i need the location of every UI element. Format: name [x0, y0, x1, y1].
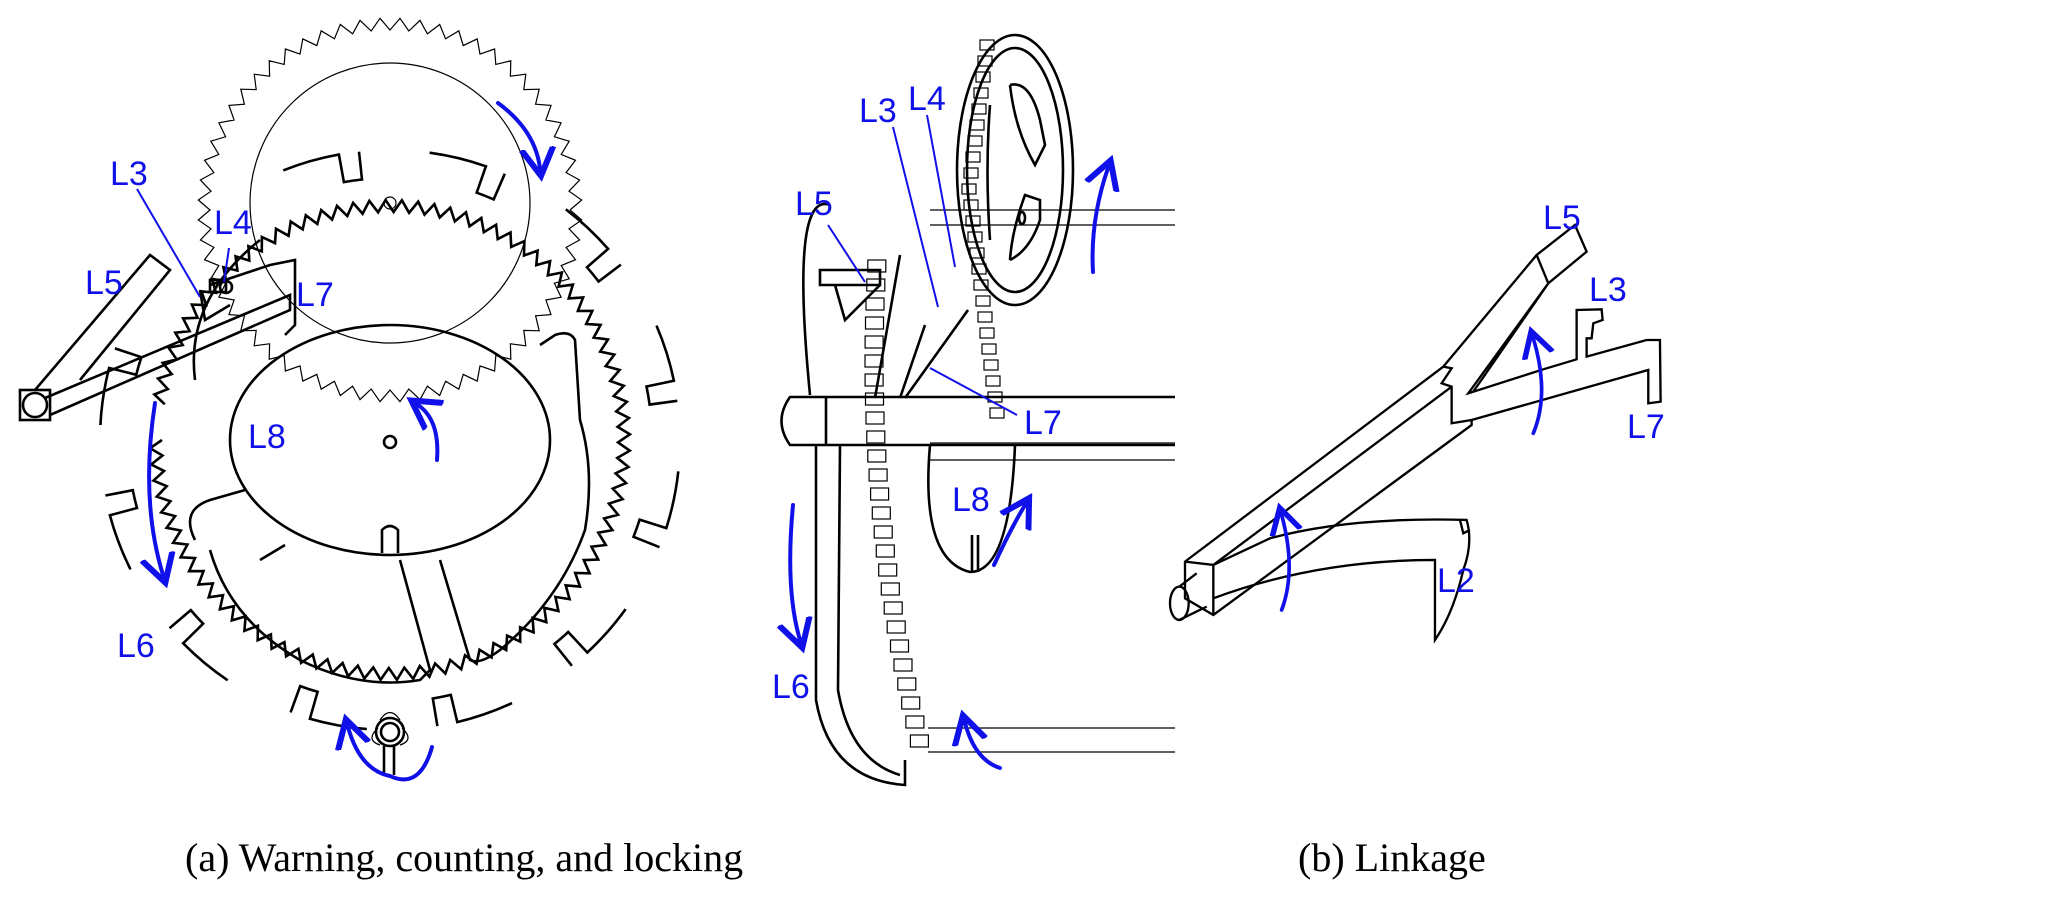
warning-wheel: [197, 17, 583, 403]
leader-line: [929, 367, 1018, 416]
count-gear-teeth: [147, 197, 633, 683]
side-gear-tooth: [866, 430, 886, 444]
lever-arms: [18, 253, 297, 422]
side-gear-tooth: [869, 487, 890, 501]
linkage-label-l2: L2: [1437, 562, 1475, 600]
rotation-arrow: [1093, 168, 1108, 274]
side-warning-wheel: [955, 33, 1075, 307]
side-view: L3 L4 L5 L7 L8 L6: [772, 33, 1175, 787]
rotation-arrow: [790, 503, 800, 640]
label-l5: L5: [85, 264, 123, 302]
label-l7: L7: [296, 276, 334, 314]
side-gear-tooth: [873, 525, 893, 539]
side-gear-tooth: [864, 335, 884, 349]
side-gear-tooth: [889, 639, 910, 653]
label-l3: L3: [110, 155, 148, 193]
warning-wheel-rim: [249, 62, 531, 344]
leader-line: [136, 188, 201, 298]
warning-wheel-teeth: [197, 17, 583, 403]
side-gear-tooth: [905, 715, 925, 729]
caption-a: (a) Warning, counting, and locking: [185, 835, 743, 880]
label-l8: L8: [248, 418, 286, 456]
side-warning-tooth: [963, 167, 979, 179]
side-warning-tooth: [985, 375, 1001, 387]
leader-line: [926, 114, 956, 268]
side-gear-tooth: [864, 316, 885, 330]
side-gear-tooth: [864, 392, 885, 406]
side-gear-tooth: [865, 411, 885, 425]
linkage-label-l7: L7: [1627, 408, 1665, 446]
side-gear-tooth: [893, 658, 913, 672]
side-gear-tooth: [875, 544, 895, 558]
side-warning-tooth: [973, 87, 989, 99]
rotation-arrow: [1533, 338, 1541, 436]
side-warning-tooth: [981, 343, 997, 355]
label-l6: L6: [117, 627, 155, 665]
side-label-l5: L5: [795, 185, 833, 223]
side-gear-tooth: [867, 259, 887, 273]
side-gear-tooth: [864, 373, 884, 387]
linkage-label-l3: L3: [1589, 271, 1627, 309]
count-wheel: [99, 151, 680, 731]
rotation-arrow: [965, 723, 1002, 770]
side-warning-tooth: [983, 359, 999, 371]
side-gear-tooth: [880, 582, 900, 596]
side-gear-tooth: [878, 563, 898, 577]
side-gear-tooth: [865, 297, 885, 311]
side-warning-tooth: [967, 135, 983, 147]
caption-b: (b) Linkage: [1298, 835, 1486, 880]
locking-cam-l8: [188, 238, 591, 684]
side-gear-tooth: [868, 468, 888, 482]
rotation-arrow: [149, 401, 163, 575]
side-gear-teeth: [864, 39, 1005, 748]
side-gear-tooth: [883, 601, 903, 615]
side-label-l8: L8: [952, 481, 990, 519]
linkage-view: [1168, 223, 1662, 644]
side-gear-tooth: [871, 506, 891, 520]
side-gear-tooth: [909, 734, 930, 748]
rotation-arrow: [418, 405, 437, 462]
leader-line: [892, 126, 939, 308]
side-label-l6: L6: [772, 668, 810, 706]
front-view: L3 L4 L5 L7 L8 L6: [18, 17, 680, 782]
side-warning-tooth: [963, 199, 979, 211]
side-label-l4: L4: [908, 80, 946, 118]
count-gear: [147, 197, 633, 683]
side-gear-tooth: [897, 677, 917, 691]
side-warning-tooth: [977, 311, 993, 323]
side-gear-tooth: [864, 354, 884, 368]
leader-line: [827, 224, 866, 283]
side-gear-tooth: [886, 620, 906, 634]
pinion: [371, 711, 409, 775]
rotation-arrow: [1282, 515, 1289, 612]
side-warning-tooth: [989, 407, 1005, 419]
count-wheel-slots: [99, 151, 680, 731]
side-warning-tooth: [975, 295, 991, 307]
side-gear-tooth: [867, 449, 887, 463]
side-gear-tooth: [901, 696, 921, 710]
side-label-l7: L7: [1024, 404, 1062, 442]
linkage-label-l5: L5: [1543, 199, 1581, 237]
label-l4: L4: [214, 204, 252, 242]
rotation-arrow: [992, 505, 1025, 567]
leader-line: [223, 247, 230, 283]
rotation-arrow: [496, 101, 540, 168]
side-label-l3: L3: [859, 92, 897, 130]
rotation-arrow: [348, 727, 434, 782]
side-warning-tooth: [979, 327, 995, 339]
